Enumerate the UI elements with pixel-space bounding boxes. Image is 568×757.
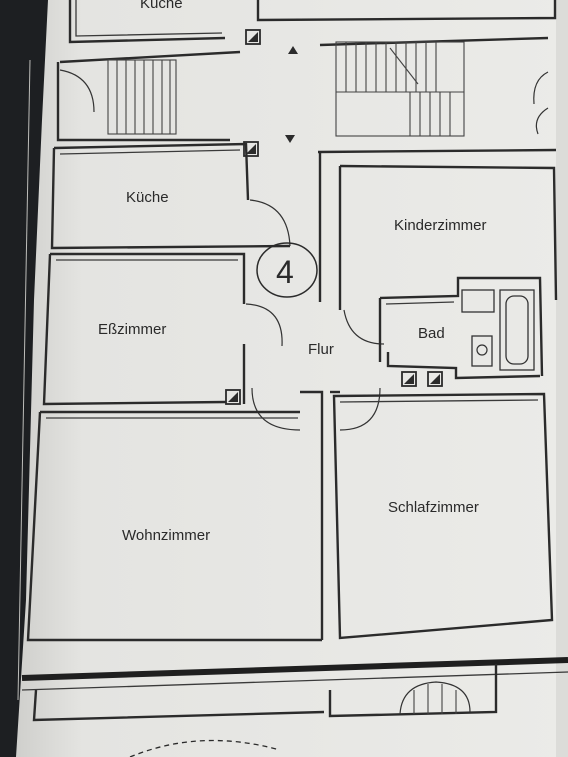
room-label-flur: Flur [308, 341, 334, 358]
room-label-kueche-top: Küche [140, 0, 183, 12]
arrow-down-icon [285, 135, 295, 143]
room-kinderzimmer: Kinderzimmer [317, 148, 558, 345]
shadow-edge [556, 0, 568, 757]
sink [461, 289, 495, 313]
unit-number-badge: 4 [256, 242, 318, 298]
room-kueche: Küche [50, 142, 291, 250]
margin-line [17, 59, 31, 701]
room-schlafzimmer: Schlafzimmer [332, 392, 554, 640]
room-label-schlafzimmer: Schlafzimmer [388, 499, 479, 516]
room-kueche-top: Küche [68, 0, 557, 44]
stair-left [107, 59, 177, 135]
room-label-bad: Bad [418, 325, 445, 342]
stairwell [56, 36, 549, 143]
room-label-wohnzimmer: Wohnzimmer [122, 527, 210, 544]
room-wohnzimmer: Wohnzimmer [26, 410, 322, 642]
bottom-facade [21, 657, 568, 757]
room-esszimmer: Eßzimmer [42, 252, 283, 406]
arrow-up-icon [288, 46, 298, 54]
toilet [471, 335, 493, 367]
room-label-esszimmer: Eßzimmer [98, 321, 166, 338]
room-label-kueche: Küche [126, 189, 169, 206]
room-label-kinderzimmer: Kinderzimmer [394, 217, 487, 234]
paper-sheet [16, 0, 568, 757]
room-bad: Bad [378, 276, 544, 380]
unit-number: 4 [276, 254, 294, 290]
stair-right [335, 41, 465, 137]
vent-shafts [225, 29, 443, 405]
